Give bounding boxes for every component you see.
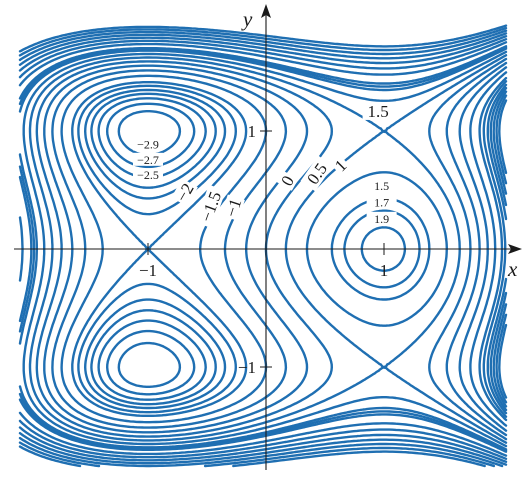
y-tick-label: 1: [248, 122, 257, 141]
level-label-text: −1.5: [197, 189, 225, 224]
contour-line: [35, 57, 508, 441]
level-label-text: −2.7: [137, 153, 159, 167]
contour-line: [117, 99, 508, 399]
level-label: −2.5: [133, 168, 163, 182]
level-label-text: 1.5: [367, 102, 388, 121]
contour-line: [18, 41, 508, 457]
contour-line: [43, 61, 508, 437]
level-label-text: 1.9: [374, 212, 389, 226]
contour-lines: [18, 24, 508, 468]
contour-line: [18, 45, 508, 453]
level-label: −2.9: [133, 137, 163, 151]
level-label: −2.7: [133, 152, 163, 167]
contour-line: [77, 80, 508, 418]
contour-line: [84, 83, 508, 415]
contour-line: [90, 86, 508, 412]
level-label-text: −1: [222, 196, 246, 219]
x-axis-label: x: [507, 257, 518, 281]
contour-line: [71, 76, 508, 422]
contour-line: [18, 38, 508, 460]
level-label: 0.5: [300, 155, 334, 192]
x-tick-label: 1: [380, 261, 389, 280]
contour-line: [18, 26, 508, 468]
axes: x y: [14, 4, 522, 470]
contour-line: [28, 54, 508, 444]
x-axis-arrowhead: [508, 244, 522, 254]
level-label: −1.5: [195, 184, 226, 229]
level-label-text: 1.7: [374, 195, 389, 209]
level-label-text: −2: [172, 180, 198, 205]
contour-line: [18, 32, 508, 466]
contour-line: [18, 29, 508, 468]
level-label: −1: [221, 194, 246, 221]
level-label: 1.5: [366, 178, 397, 193]
x-tick-label: −1: [139, 261, 157, 280]
level-label: 1.7: [366, 195, 397, 209]
contour-line: [18, 35, 508, 463]
contour-line: [22, 50, 508, 448]
contour-line: [51, 66, 508, 432]
level-label-text: 1.5: [374, 179, 389, 193]
contour-line: [18, 24, 508, 468]
contour-line: [97, 90, 508, 408]
y-tick-label: −1: [238, 358, 256, 377]
level-label-text: −2.5: [137, 168, 159, 182]
y-axis-arrowhead: [261, 4, 271, 18]
contour-line: [60, 71, 508, 427]
level-label-text: −2.9: [137, 137, 159, 151]
level-label: 1.9: [366, 211, 397, 226]
y-axis-label: y: [241, 7, 253, 31]
level-label: 0: [276, 170, 299, 191]
level-label: 1.5: [362, 101, 394, 121]
axis-ticks: −1 1 1 −1: [139, 122, 388, 377]
contour-line: [106, 94, 508, 404]
